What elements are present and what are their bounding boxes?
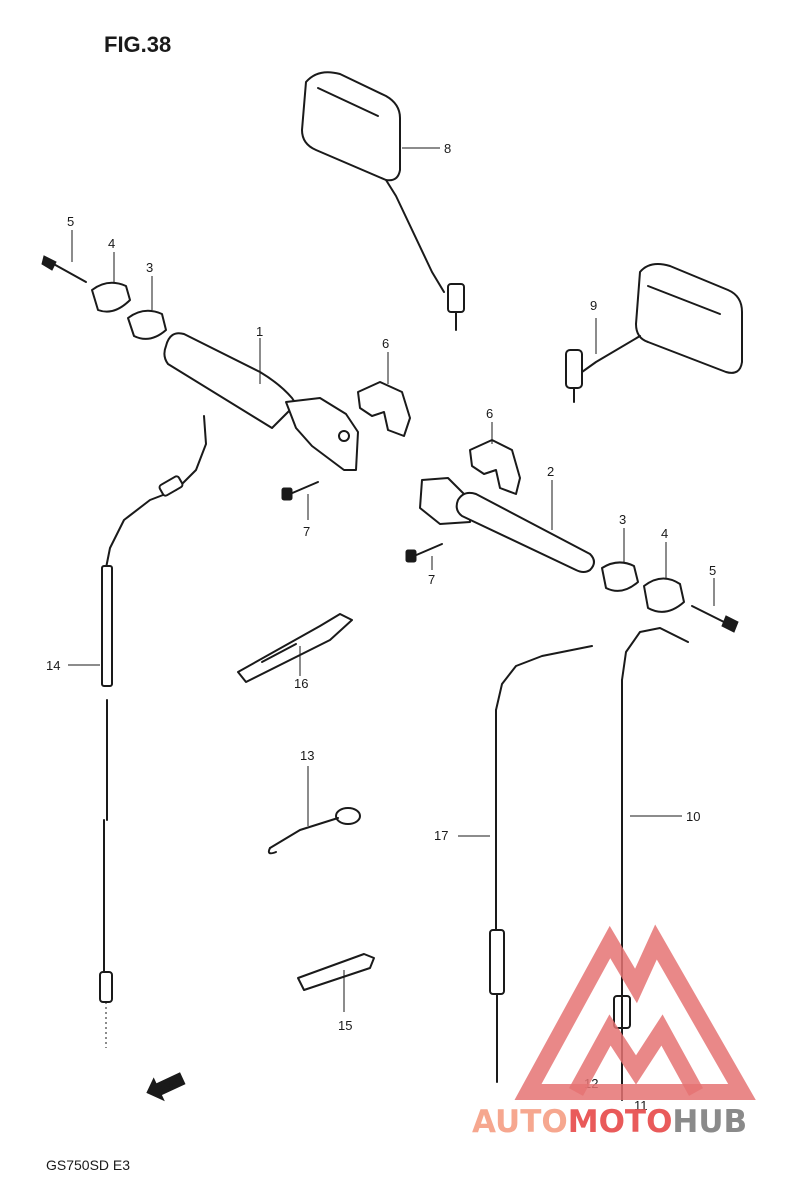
part-2-right-handlebar xyxy=(419,477,595,573)
watermark-brand: AUTOMOTOHUB xyxy=(472,1104,747,1140)
part-7-right-bolt xyxy=(405,543,443,563)
callout-6-right: 6 xyxy=(486,406,493,421)
part-3-right-grip-end xyxy=(601,561,639,592)
callout-14: 14 xyxy=(46,658,60,673)
callout-2: 2 xyxy=(547,464,554,479)
part-6-left-clamp xyxy=(357,381,411,437)
part-10-throttle-cable xyxy=(613,627,689,1101)
part-16-cable-clamp xyxy=(237,613,353,683)
model-code: GS750SD E3 xyxy=(46,1157,130,1173)
figure-title: FIG.38 xyxy=(104,32,171,57)
part-4-left-weight xyxy=(91,281,131,313)
part-17-throttle-cable xyxy=(489,645,593,1083)
watermark-hub: HUB xyxy=(672,1104,747,1140)
part-15-cable-guide xyxy=(297,953,375,991)
callout-4-left: 4 xyxy=(108,236,115,251)
part-13-wire-clip xyxy=(267,807,361,855)
callout-7-right: 7 xyxy=(428,572,435,587)
part-6-right-clamp xyxy=(469,439,521,495)
callout-11: 11 xyxy=(634,1098,648,1113)
callout-8: 8 xyxy=(444,141,451,156)
callout-5-left: 5 xyxy=(67,214,74,229)
callout-6-left: 6 xyxy=(382,336,389,351)
watermark-moto: MOTO xyxy=(568,1104,673,1140)
part-7-left-bolt xyxy=(281,481,319,501)
callout-5-right: 5 xyxy=(709,563,716,578)
part-9-right-mirror xyxy=(565,263,743,403)
part-14-clutch-cable xyxy=(99,415,207,1048)
part-5-right-screw xyxy=(691,605,739,633)
part-8-left-mirror xyxy=(301,71,465,331)
part-3-left-grip-end xyxy=(127,309,167,340)
callout-4-right: 4 xyxy=(661,526,668,541)
callout-17: 17 xyxy=(434,828,448,843)
part-4-right-weight xyxy=(643,577,685,613)
callout-13: 13 xyxy=(300,748,314,763)
fwd-arrow-icon xyxy=(146,1072,186,1102)
callout-1: 1 xyxy=(256,324,263,339)
watermark-logo xyxy=(514,924,756,1100)
part-1-left-handlebar xyxy=(163,332,359,471)
part-5-left-screw xyxy=(41,255,87,283)
callout-7-left: 7 xyxy=(303,524,310,539)
callout-3-left: 3 xyxy=(146,260,153,275)
callout-9: 9 xyxy=(590,298,597,313)
watermark-auto: AUTO xyxy=(472,1104,568,1140)
callout-15: 15 xyxy=(338,1018,352,1033)
callout-16: 16 xyxy=(294,676,308,691)
fwd-label: FWD xyxy=(159,1075,184,1095)
callout-10: 10 xyxy=(686,809,700,824)
callout-3-right: 3 xyxy=(619,512,626,527)
